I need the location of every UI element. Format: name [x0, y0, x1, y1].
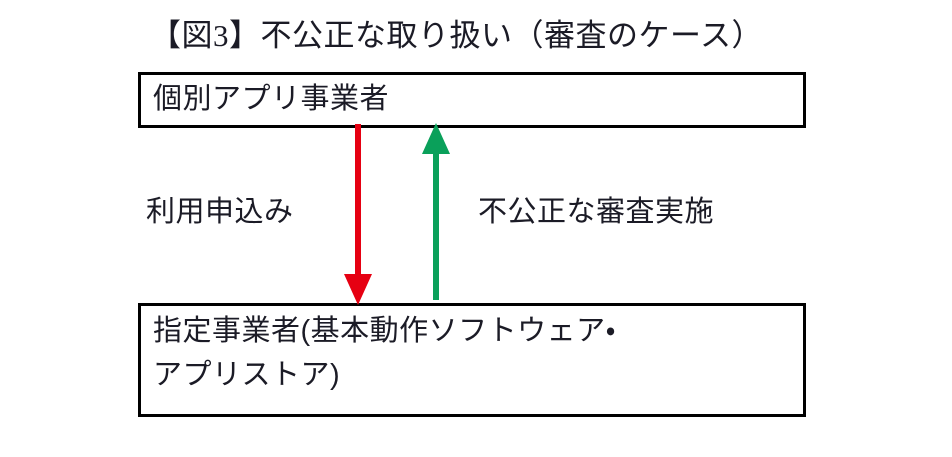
entity-box-app-provider-label: 個別アプリ事業者 [153, 83, 390, 115]
figure-title: 【図3】不公正な取り扱い（審査のケース） [150, 18, 763, 53]
flow-label-unfair-review: 不公正な審査実施 [478, 196, 715, 228]
entity-box-designated-provider: 指定事業者(基本動作ソフトウェア・ アプリストア) [138, 303, 806, 417]
arrow-down-icon [344, 124, 372, 305]
entity-box-app-provider: 個別アプリ事業者 [138, 72, 806, 128]
arrow-up-icon [422, 123, 450, 300]
flow-label-application: 利用申込み [146, 196, 294, 228]
entity-box-designated-provider-label: 指定事業者(基本動作ソフトウェア・ アプリストア) [153, 315, 617, 391]
